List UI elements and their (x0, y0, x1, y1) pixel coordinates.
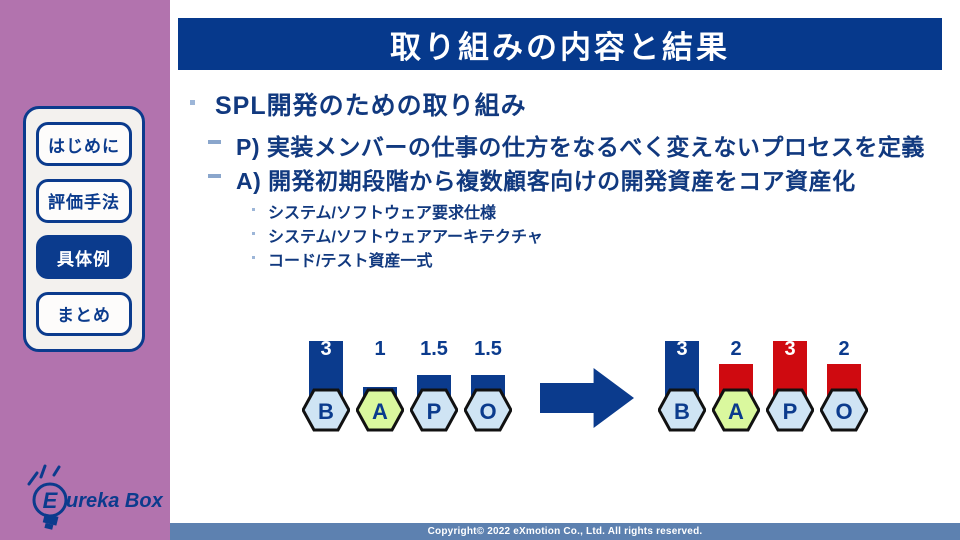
bapo-hexagon-B: B (302, 388, 350, 432)
dash-bullet-icon (208, 140, 221, 144)
bapo-value-B: 3 (320, 338, 332, 360)
sub-bullet-text: システム/ソフトウェア要求仕様 (268, 205, 496, 222)
svg-text:B: B (674, 399, 690, 424)
svg-text:O: O (835, 399, 852, 424)
sub-bullet-item: コード/テスト資産一式 (252, 247, 432, 271)
bullet-text: P) 実装メンバーの仕事の仕方をなるべく変えないプロセスを定義 (236, 134, 925, 160)
copyright-text: Copyright© 2022 eXmotion Co., Ltd. All r… (427, 526, 703, 537)
svg-text:E: E (43, 488, 59, 513)
svg-text:A: A (372, 399, 388, 424)
svg-text:A: A (728, 399, 744, 424)
svg-text:O: O (479, 399, 496, 424)
bullet-item-a: A) 開発初期段階から複数顧客向けの開発資産をコア資産化 (208, 162, 856, 196)
bapo-hexagon-O: O (464, 388, 512, 432)
bapo-value-O: 2 (838, 338, 850, 360)
slide-title-bar: 取り組みの内容と結果 (178, 18, 942, 70)
nav-button-hajimeni[interactable]: はじめに (36, 122, 132, 166)
bapo-hexagon-P: P (410, 388, 458, 432)
nav-button-matome[interactable]: まとめ (36, 291, 132, 336)
right-arrow-icon (540, 368, 634, 428)
sub-bullet-item: システム/ソフトウェア要求仕様 (252, 199, 496, 223)
bapo-value-A: 1 (374, 338, 386, 360)
dot-bullet-icon (252, 208, 255, 211)
section-heading: SPL開発のための取り組み (215, 92, 527, 120)
heading-row: SPL開発のための取り組み (190, 86, 527, 122)
bapo-hexagon-P: P (766, 388, 814, 432)
bullet-item-p: P) 実装メンバーの仕事の仕方をなるべく変えないプロセスを定義 (208, 128, 925, 162)
bullet-text: A) 開発初期段階から複数顧客向けの開発資産をコア資産化 (236, 168, 856, 194)
dot-bullet-icon (252, 256, 255, 259)
svg-text:P: P (427, 399, 442, 424)
bapo-value-A: 2 (730, 338, 742, 360)
sub-bullet-text: システム/ソフトウェアアーキテクチャ (268, 229, 543, 246)
bapo-hexagon-O: O (820, 388, 868, 432)
slide-title: 取り組みの内容と結果 (390, 29, 730, 65)
bapo-hexagon-A: A (712, 388, 760, 432)
bapo-value-P: 3 (784, 338, 796, 360)
bullet-icon (190, 100, 195, 105)
footer-bar: Copyright© 2022 eXmotion Co., Ltd. All r… (170, 523, 960, 540)
bapo-hexagon-B: B (658, 388, 706, 432)
sub-bullet-text: コード/テスト資産一式 (268, 253, 433, 270)
eureka-box-logo: E ureka Box (16, 460, 164, 534)
svg-text:P: P (783, 399, 798, 424)
lightbulb-icon: E ureka Box (27, 464, 164, 530)
svg-text:B: B (318, 399, 334, 424)
dash-bullet-icon (208, 174, 221, 178)
bapo-value-O: 1.5 (474, 338, 502, 360)
svg-text:ureka Box: ureka Box (66, 490, 164, 512)
nav-button-hyoka-shuho[interactable]: 評価手法 (36, 178, 132, 223)
bapo-value-P: 1.5 (420, 338, 448, 360)
sub-bullet-item: システム/ソフトウェアアーキテクチャ (252, 223, 543, 247)
slide-nav: はじめに 評価手法 具体例 まとめ (23, 106, 145, 352)
nav-button-gutairei[interactable]: 具体例 (36, 235, 132, 280)
bapo-value-B: 3 (676, 338, 688, 360)
dot-bullet-icon (252, 232, 255, 235)
sidebar: はじめに 評価手法 具体例 まとめ E ureka Box (0, 0, 170, 540)
bapo-hexagon-A: A (356, 388, 404, 432)
